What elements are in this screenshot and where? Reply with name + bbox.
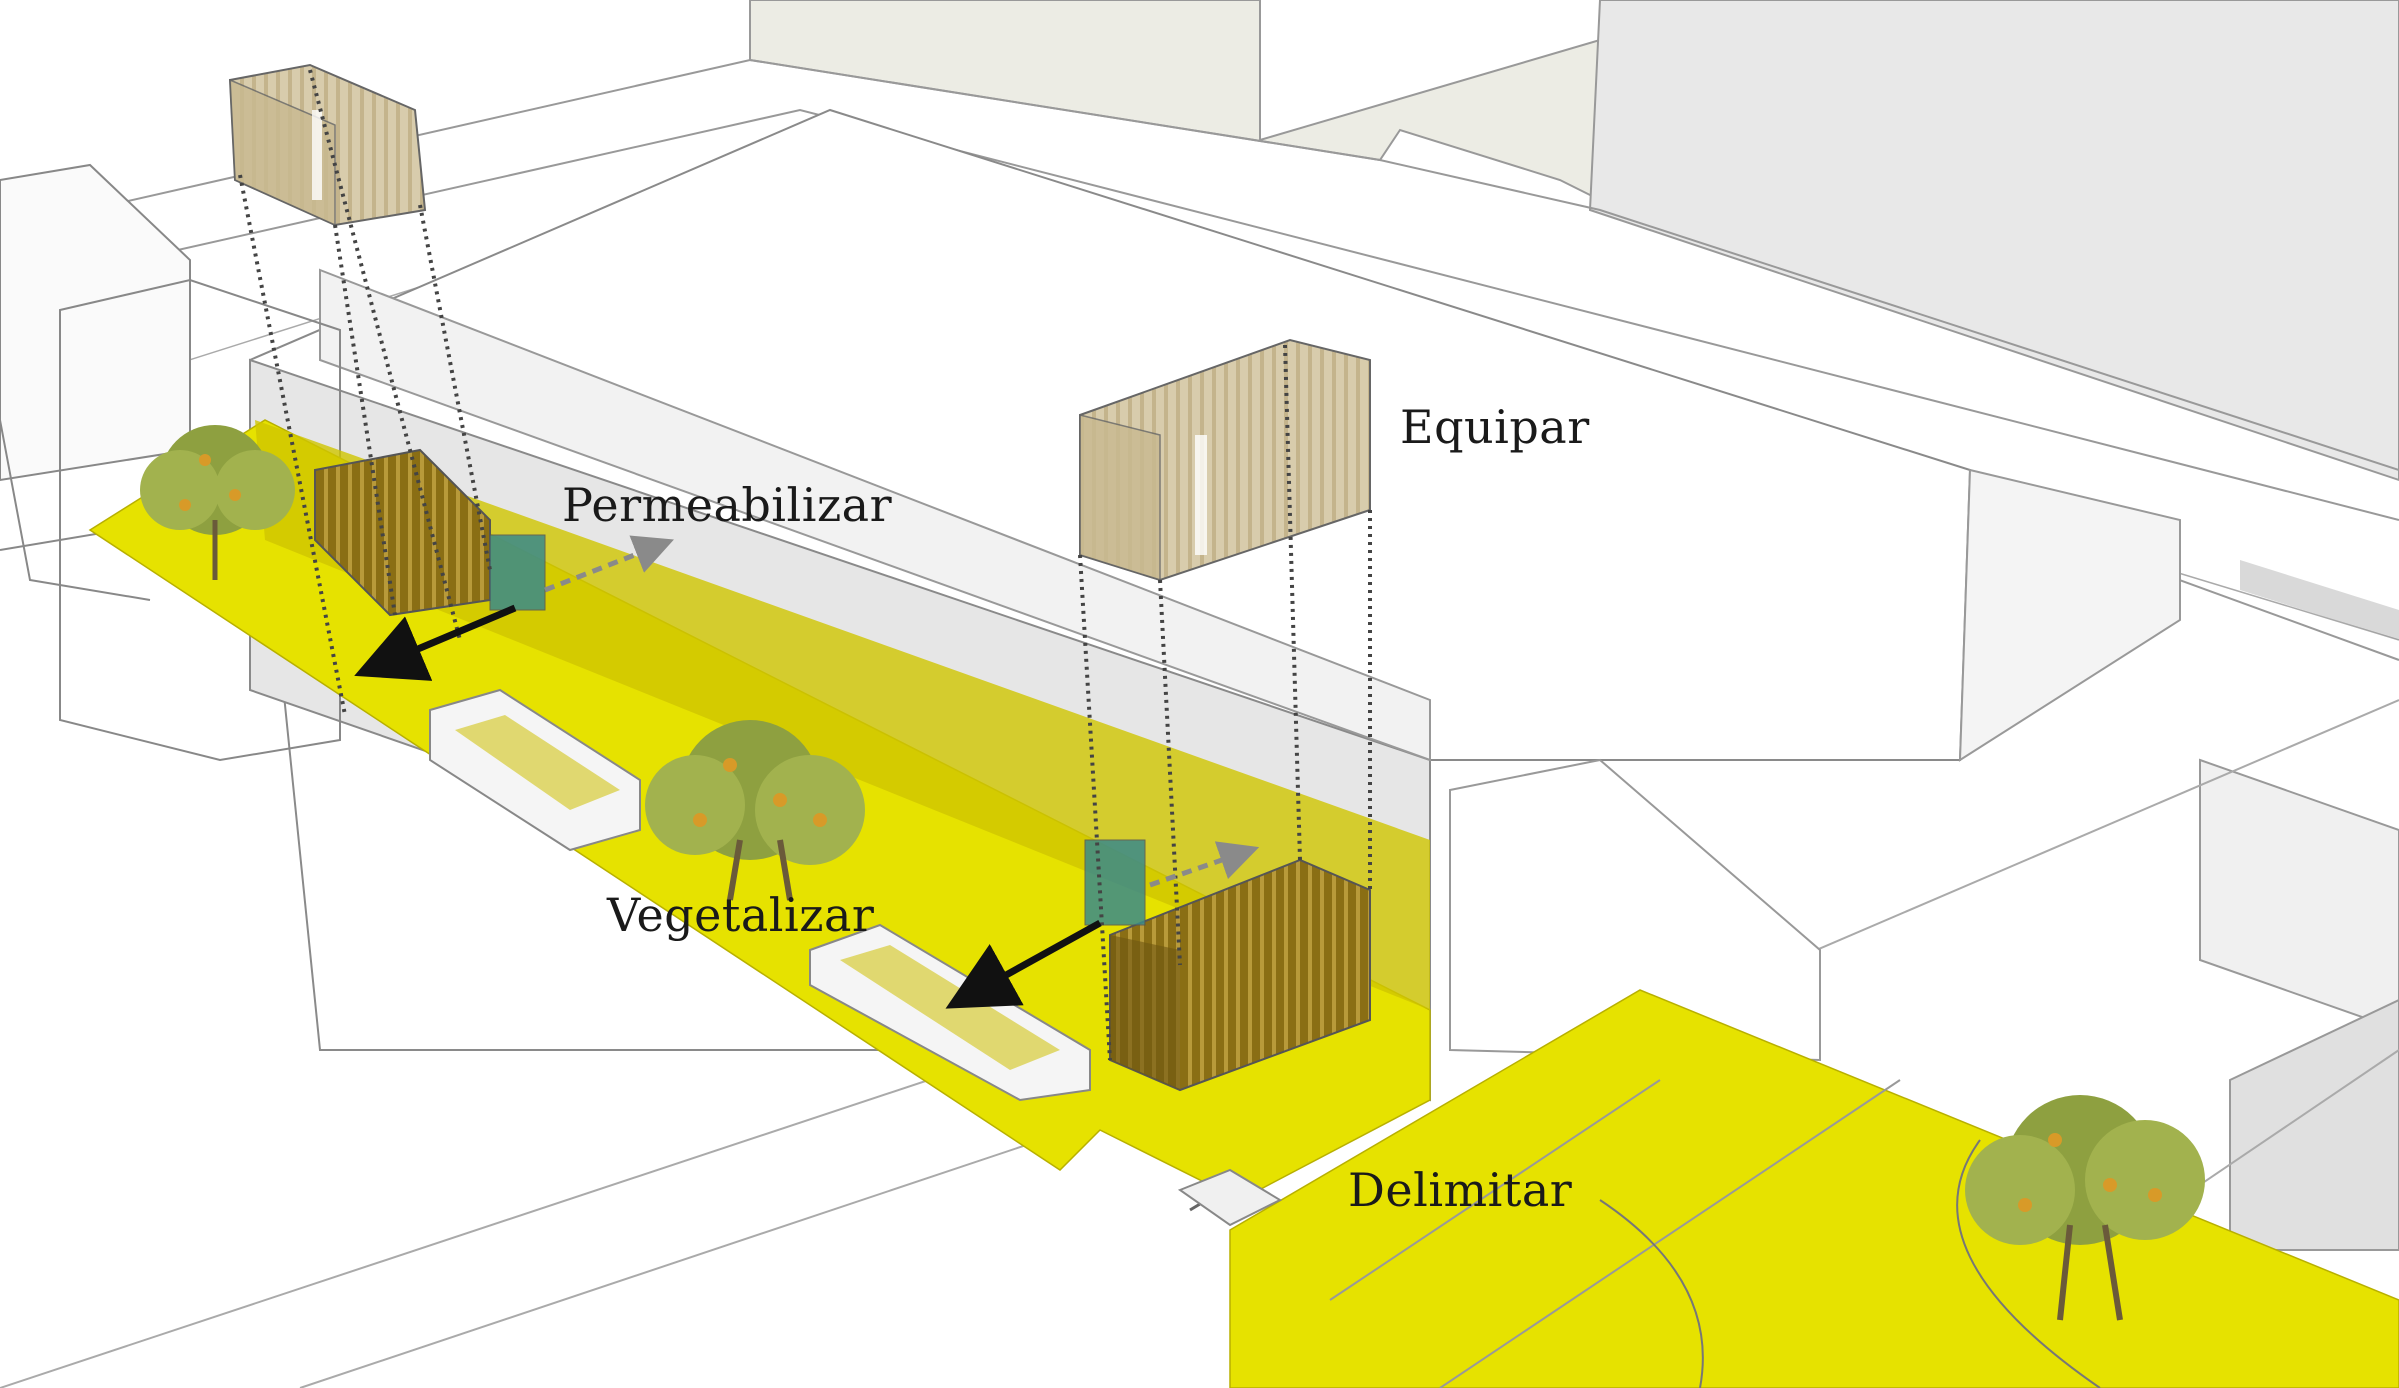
container-module-icon [314, 448, 1371, 1092]
label-vegetalizar: Vegetalizar [607, 888, 875, 942]
label-equipar: Equipar [1400, 400, 1590, 454]
label-permeabilizar: Permeabilizar [562, 478, 893, 532]
projection-lines [238, 69, 1372, 1061]
arrow-icon [354, 535, 1260, 1009]
label-delimitar: Delimitar [1348, 1163, 1573, 1217]
left-neighbour-outlines [0, 163, 351, 762]
container-module-floating [228, 63, 1371, 582]
tree-icon [140, 425, 2205, 1321]
